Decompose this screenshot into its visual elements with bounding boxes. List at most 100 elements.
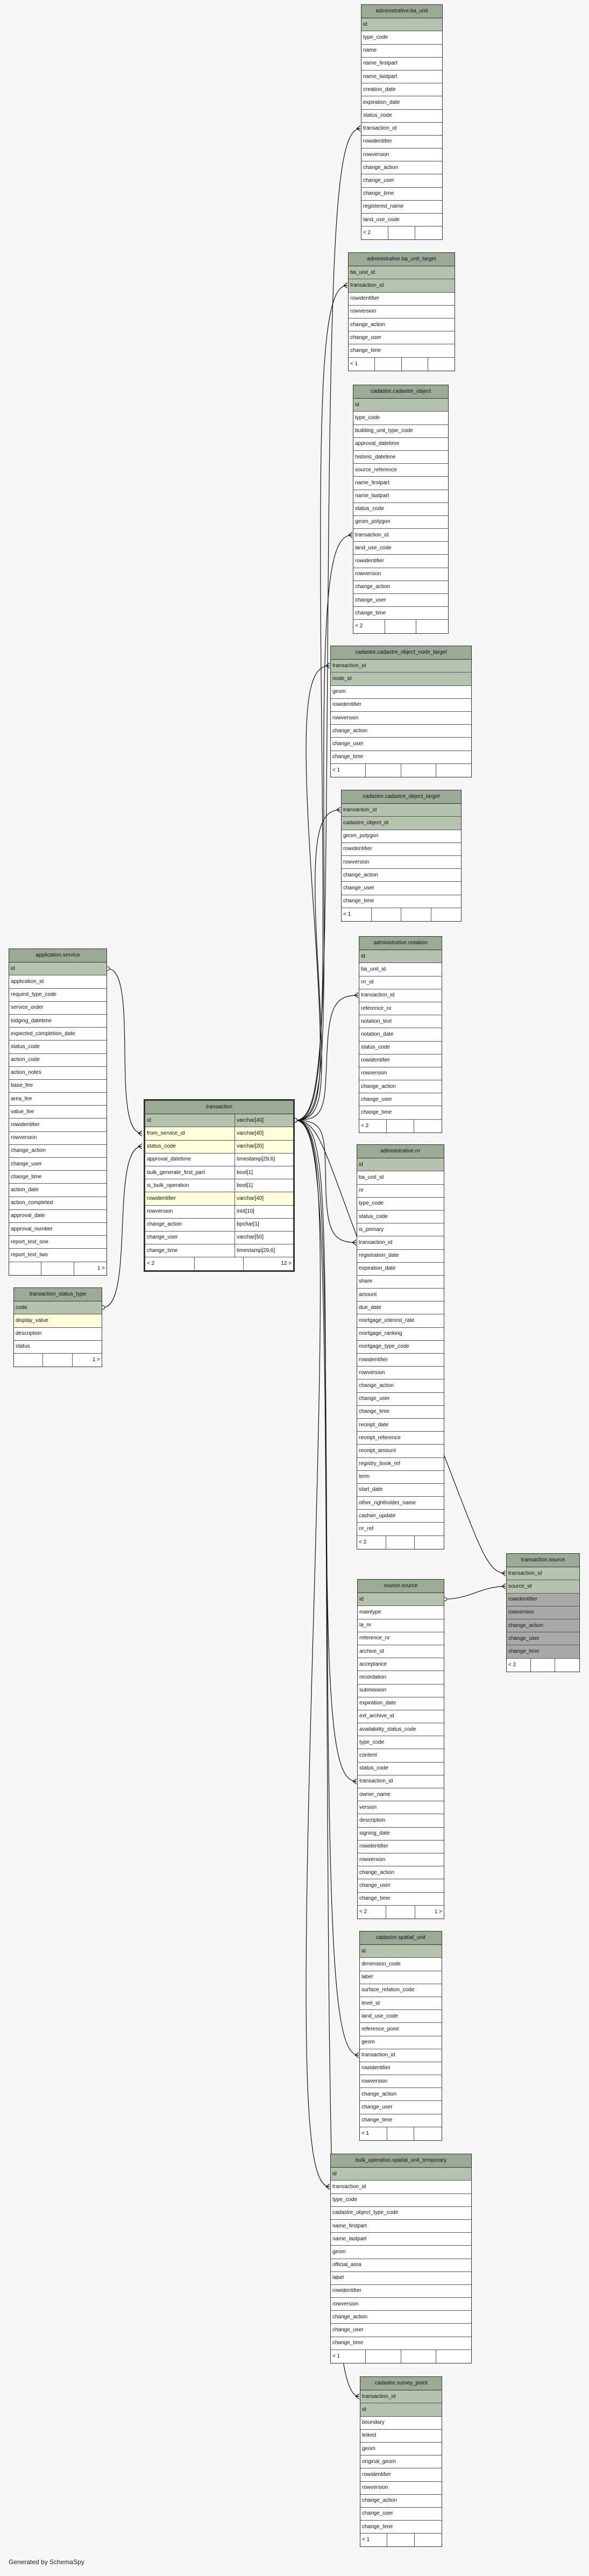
column-row[interactable]: value_fee [9, 1106, 107, 1119]
column-row[interactable]: amount [357, 1289, 444, 1302]
table-title[interactable]: cadastre.spatial_unit [360, 1931, 442, 1945]
column-row[interactable]: service_order [9, 1002, 107, 1015]
column-row[interactable]: id [358, 1593, 444, 1607]
footer-cell[interactable]: 1 > [97, 1265, 105, 1271]
column-row[interactable]: change_user [357, 1393, 444, 1406]
footer-cell[interactable]: < 1 [342, 908, 372, 921]
footer-cell[interactable]: 1 > [92, 1357, 101, 1363]
column-row[interactable]: geom_polygon [342, 830, 461, 843]
column-row[interactable]: id [361, 18, 442, 32]
column-row[interactable]: change_time [331, 751, 471, 764]
column-row[interactable]: land_use_code [360, 2010, 442, 2023]
column-row[interactable]: change_action [360, 2495, 442, 2508]
footer-cell[interactable] [9, 1262, 42, 1275]
footer-cell[interactable] [431, 908, 462, 921]
column-row[interactable]: rowversion [357, 1367, 444, 1380]
column-row[interactable]: acceptance [358, 1658, 444, 1672]
column-row[interactable]: rowversion [358, 1853, 444, 1867]
column-row[interactable]: type_code [357, 1198, 444, 1211]
column-row[interactable]: change_user [331, 2324, 471, 2337]
column-row[interactable]: historic_datetime [353, 451, 448, 464]
column-row[interactable]: nr [357, 1185, 444, 1198]
column-row[interactable]: change_user [349, 331, 455, 345]
table-title[interactable]: source.source [358, 1580, 444, 1594]
footer-cell[interactable]: 1 > [434, 1908, 443, 1915]
column-row[interactable]: rowversion [331, 712, 471, 725]
column-row[interactable]: land_use_code [361, 214, 442, 227]
column-row[interactable]: cadastre_object_id [342, 817, 461, 830]
column-row[interactable]: geom [360, 2443, 442, 2456]
column-row[interactable]: transaction_id [361, 123, 442, 136]
column-row[interactable]: application_id [9, 975, 107, 989]
column-row[interactable]: area_fee [9, 1093, 107, 1106]
column-row[interactable]: request_type_code [9, 989, 107, 1002]
column-row[interactable]: notation_date [359, 1028, 442, 1042]
column-row[interactable]: version [358, 1801, 444, 1815]
table-title[interactable]: bulk_operation.spatial_unit_temporary [331, 2154, 471, 2168]
column-row[interactable]: change_action [361, 161, 442, 175]
column-row[interactable]: rowidentifier [353, 555, 448, 568]
column-row[interactable]: id [359, 950, 442, 964]
footer-cell[interactable] [402, 357, 428, 371]
column-row[interactable]: building_unit_type_code [353, 425, 448, 438]
footer-cell[interactable] [195, 1257, 244, 1271]
column-row[interactable]: linked [360, 2430, 442, 2443]
footer-cell[interactable] [414, 1120, 442, 1133]
column-row[interactable]: id [353, 399, 448, 412]
column-row[interactable]: rowidentifier [331, 2285, 471, 2298]
column-row[interactable]: receipt_amount [357, 1445, 444, 1458]
column-row[interactable]: la_nr [358, 1619, 444, 1632]
column-row[interactable]: change_time [353, 607, 448, 620]
column-row[interactable]: name_lastpart [331, 2233, 471, 2246]
footer-cell[interactable]: < 2 [507, 1658, 531, 1672]
column-row[interactable]: status_code [359, 1042, 442, 1055]
column-row[interactable]: rowidentifier [349, 293, 455, 306]
column-row[interactable]: transaction_id [359, 989, 442, 1002]
column-row[interactable]: change_user [359, 1093, 442, 1107]
column-row[interactable]: change_time [361, 188, 442, 201]
footer-cell[interactable] [415, 227, 442, 239]
column-row[interactable]: cadastre_object_type_code [331, 2207, 471, 2220]
column-row[interactable]: change_user [360, 2101, 442, 2114]
column-row[interactable]: transaction_id [360, 2049, 442, 2062]
column-row[interactable]: action_code [9, 1054, 107, 1067]
column-row[interactable]: type_code [361, 31, 442, 45]
table-title[interactable]: cadastre.cadastre_object [353, 385, 448, 399]
column-row[interactable]: level_id [360, 1997, 442, 2011]
column-row[interactable]: change_user [360, 2508, 442, 2521]
column-row[interactable]: recordation [358, 1671, 444, 1685]
column-row[interactable]: type_code [353, 412, 448, 425]
column-row[interactable]: status_code [361, 110, 442, 123]
column-row[interactable]: id [357, 1158, 444, 1172]
column-row[interactable]: change_time [507, 1645, 579, 1659]
table-title[interactable]: cadastre.survey_point [360, 2377, 442, 2391]
column-row[interactable]: ba_unit_id [359, 963, 442, 976]
column-row[interactable]: change_action [331, 725, 471, 738]
column-row[interactable]: source_id [507, 1580, 579, 1594]
column-row[interactable]: change_user [507, 1632, 579, 1646]
table-title[interactable]: cadastre.cadastre_object_node_target [331, 646, 471, 660]
footer-cell[interactable]: < 2 [359, 1119, 387, 1133]
column-row[interactable]: mortgage_interest_rate [357, 1314, 444, 1328]
column-row[interactable]: term [357, 1471, 444, 1484]
footer-cell[interactable] [401, 908, 431, 921]
column-row[interactable]: change_time [331, 2337, 471, 2350]
column-row[interactable]: geom [360, 2036, 442, 2049]
column-row[interactable]: action_completed [9, 1197, 107, 1210]
table-title[interactable]: application.service [9, 949, 107, 963]
footer-cell[interactable] [386, 1905, 415, 1919]
footer-cell[interactable] [415, 2533, 442, 2546]
column-row[interactable]: node_id [331, 673, 471, 686]
column-row[interactable]: status_code [353, 503, 448, 516]
table-title[interactable]: transaction.source [507, 1554, 579, 1568]
